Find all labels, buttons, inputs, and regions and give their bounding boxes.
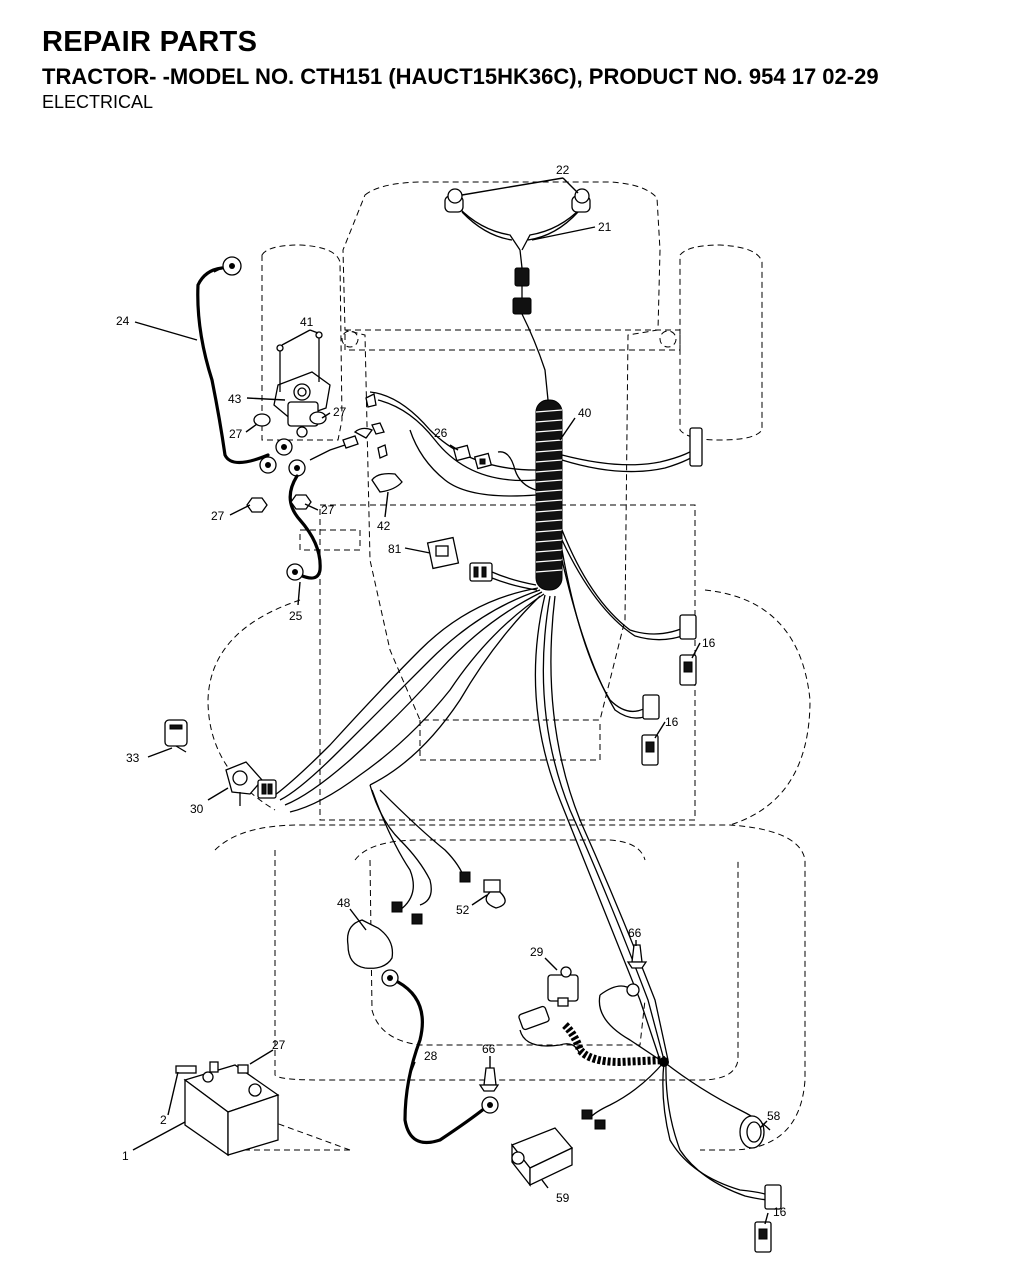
leader-lines — [132, 177, 769, 1225]
battery — [175, 1061, 280, 1157]
model-subtitle: TRACTOR- -MODEL NO. CTH151 (HAUCT15HK36C… — [42, 64, 879, 89]
callout-22: 22 — [556, 163, 570, 177]
callout-28: 28 — [424, 1049, 438, 1063]
callout-66-b: 66 — [482, 1042, 496, 1056]
callout-43: 43 — [228, 392, 242, 406]
relay-part-81 — [426, 536, 538, 591]
callout-16-b: 16 — [665, 715, 679, 729]
solenoid-assembly — [196, 256, 403, 581]
headlight-assembly — [444, 188, 591, 401]
callout-27-c: 27 — [211, 509, 225, 523]
callout-21: 21 — [598, 220, 612, 234]
callout-27-b: 27 — [229, 427, 243, 441]
callout-40: 40 — [578, 406, 592, 420]
tractor-outline — [207, 181, 811, 1151]
main-wire-harness — [274, 391, 703, 1061]
callout-30: 30 — [190, 802, 204, 816]
callout-1: 1 — [122, 1149, 129, 1163]
callout-16-a: 16 — [702, 636, 716, 650]
ignition-switch — [164, 719, 277, 806]
callout-27-a: 27 — [333, 405, 347, 419]
battery-cable-28 — [381, 969, 499, 1145]
callout-81: 81 — [388, 542, 402, 556]
callout-27-d: 27 — [321, 503, 335, 517]
callout-66-a: 66 — [628, 926, 642, 940]
callout-58: 58 — [767, 1109, 781, 1123]
section-label: ELECTRICAL — [42, 92, 154, 112]
callout-59: 59 — [556, 1191, 570, 1205]
callout-48: 48 — [337, 896, 351, 910]
page-title: REPAIR PARTS — [42, 26, 258, 58]
callout-52: 52 — [456, 903, 470, 917]
module-part-59 — [510, 1127, 574, 1187]
rear-components — [346, 871, 506, 969]
callout-41: 41 — [300, 315, 314, 329]
seat-switch-area — [478, 944, 661, 1092]
callout-26: 26 — [434, 426, 448, 440]
callout-29: 29 — [530, 945, 544, 959]
rear-harness-coil — [518, 1005, 771, 1201]
callout-24: 24 — [116, 314, 130, 328]
connectors-part-16 — [641, 614, 782, 1253]
callout-25: 25 — [289, 609, 303, 623]
callout-42: 42 — [377, 519, 391, 533]
callout-27-e: 27 — [272, 1038, 286, 1052]
callout-2: 2 — [160, 1113, 167, 1127]
part-58 — [739, 1115, 765, 1149]
relay-part-26 — [452, 444, 493, 470]
callout-numbers: 22 21 24 41 43 27 27 27 27 25 26 40 42 8… — [116, 163, 787, 1219]
callout-16-c: 16 — [773, 1205, 787, 1219]
callout-33: 33 — [126, 751, 140, 765]
